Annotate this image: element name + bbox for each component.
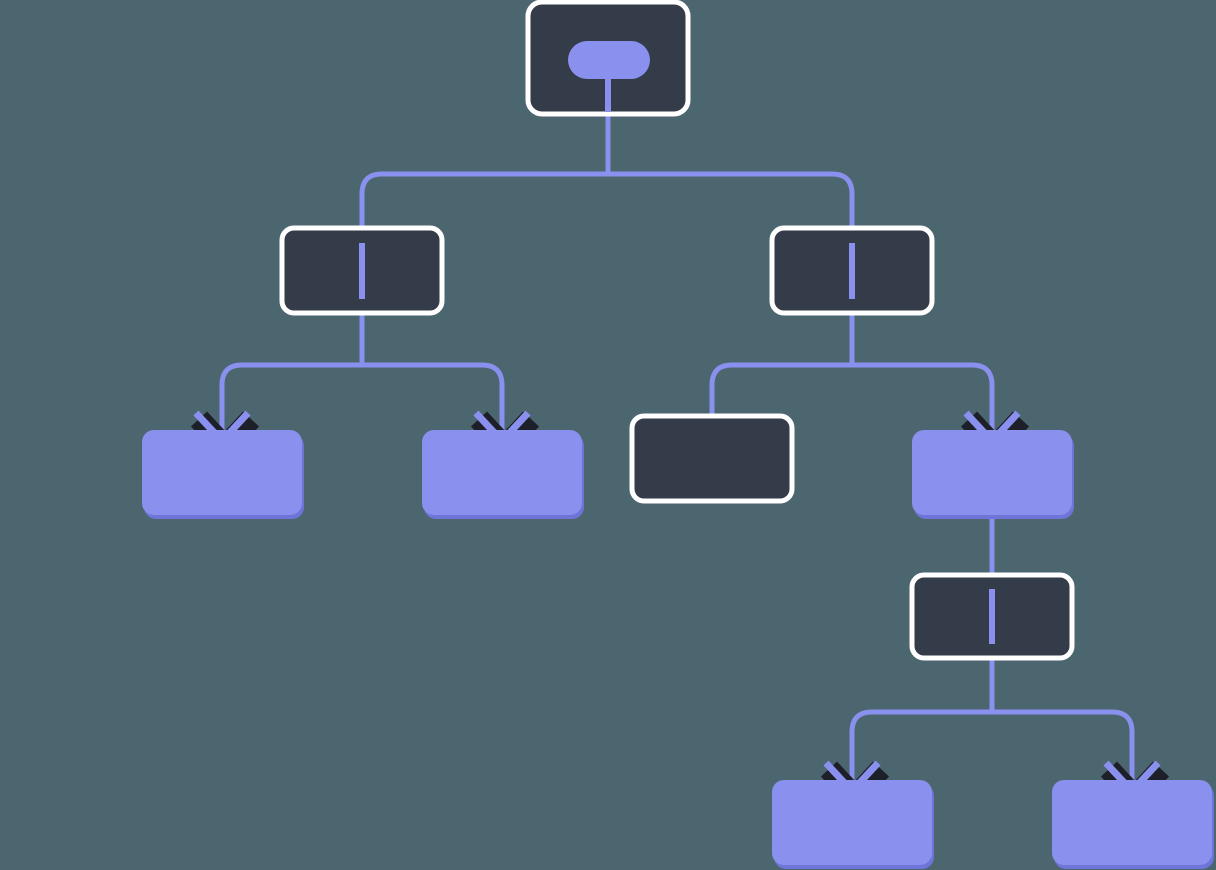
leaf-node-b-body[interactable] <box>422 430 582 515</box>
leaf-node-a-body[interactable] <box>142 430 302 515</box>
connector-level2right-to-leaf-d <box>852 362 995 436</box>
dark-node-c[interactable] <box>629 413 795 504</box>
root-node[interactable] <box>525 0 691 117</box>
connector-level4-to-leaf-f <box>992 709 1135 786</box>
level2-right-node-through-line <box>849 243 855 299</box>
leaf-node-a[interactable] <box>142 430 304 519</box>
connector-level2left-to-leaf-b <box>362 362 505 436</box>
leaf-node-f-body[interactable] <box>1052 780 1212 865</box>
level4-dark-node-through-line <box>989 589 995 644</box>
leaf-node-e[interactable] <box>772 780 934 869</box>
leaf-node-d[interactable] <box>912 430 1074 519</box>
connector-level2right-to-node-c <box>709 362 852 420</box>
leaf-node-e-body[interactable] <box>772 780 932 865</box>
connector-root-to-level2-left <box>359 171 608 240</box>
connector-level4-to-leaf-e <box>849 709 992 786</box>
level2-right-node[interactable] <box>769 225 935 316</box>
connector-level2left-to-leaf-a <box>219 362 362 436</box>
leaf-node-b[interactable] <box>422 430 584 519</box>
root-node-pill-badge <box>568 41 650 79</box>
root-node-inner-stem <box>605 76 611 112</box>
level2-left-node[interactable] <box>279 225 445 316</box>
connector-layer <box>219 108 1135 786</box>
leaf-node-d-body[interactable] <box>912 430 1072 515</box>
level2-left-node-through-line <box>359 243 365 299</box>
connector-root-to-level2-right <box>608 171 855 240</box>
level4-dark-node[interactable] <box>909 572 1075 661</box>
leaf-node-f[interactable] <box>1052 780 1214 869</box>
dark-node-c-body[interactable] <box>629 413 795 504</box>
